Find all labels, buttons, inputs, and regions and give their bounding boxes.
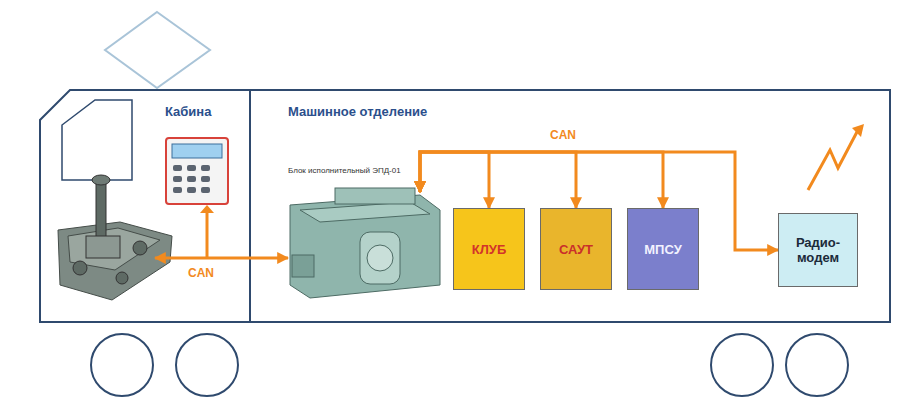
compartment-heading: Машинное отделение <box>288 104 427 119</box>
can-connector <box>420 152 663 208</box>
device-box: МПСУ <box>627 208 699 290</box>
device-name: Радио- модем <box>779 233 857 267</box>
arrow-head <box>200 205 214 213</box>
cabin-divider <box>249 90 251 322</box>
device-name: САУТ <box>555 240 597 259</box>
can-connector <box>420 152 576 208</box>
wheels <box>91 334 848 396</box>
executive-block <box>290 188 440 298</box>
device-name: МПСУ <box>640 240 685 259</box>
bus-label: CAN <box>548 128 578 142</box>
compartment-region: Машинное отделениеБлок исполнительный ЭП… <box>250 90 890 322</box>
bus-label: CAN <box>186 266 216 280</box>
driver-controller <box>58 175 172 300</box>
executive-unit: Блок исполнительный ЭПД-01 <box>288 192 442 300</box>
windshield <box>62 100 132 180</box>
device-box: Радио- модем <box>778 213 858 287</box>
compartment-region: Кабина <box>40 90 250 322</box>
display-terminal <box>166 138 228 204</box>
locomotive-body <box>40 90 890 322</box>
pantograph <box>105 12 210 88</box>
can-connector <box>420 152 489 208</box>
can-connector <box>155 257 288 260</box>
radio-signal <box>808 130 858 190</box>
unit-caption: Блок исполнительный ЭПД-01 <box>288 166 458 175</box>
arrow-head <box>852 124 864 137</box>
can-wire <box>206 212 209 258</box>
device-box: КЛУБ <box>453 208 525 290</box>
device-box: САУТ <box>540 208 612 290</box>
device-name: КЛУБ <box>468 240 511 259</box>
compartment-heading: Кабина <box>165 104 211 119</box>
